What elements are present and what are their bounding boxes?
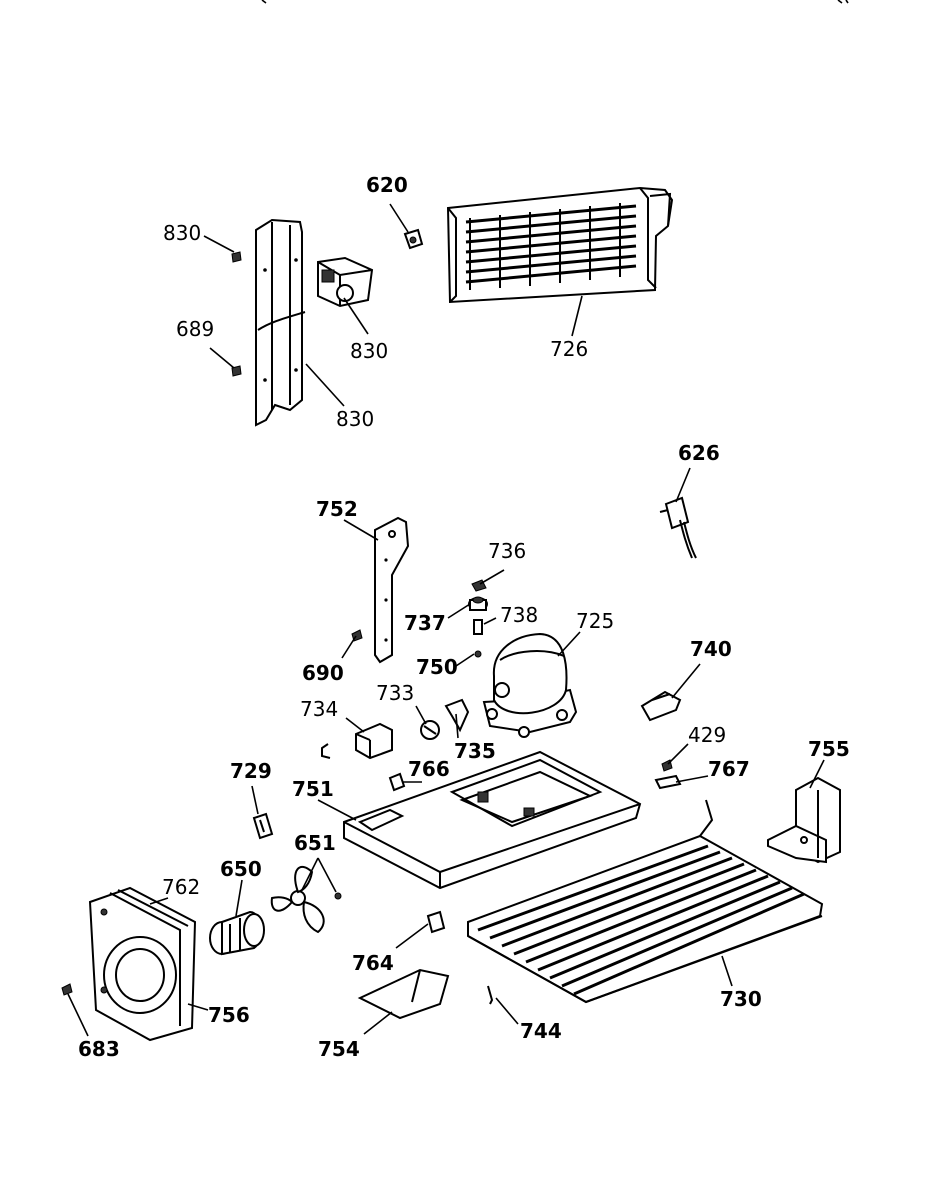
callout-733: 733: [376, 681, 414, 705]
callout-738: 738: [500, 603, 538, 627]
power-cord-part: [659, 496, 697, 559]
callout-689: 689: [176, 317, 214, 341]
callout-762: 762: [162, 875, 200, 899]
tray-754-part: [357, 968, 450, 1020]
relay-734-part: [321, 722, 393, 760]
evaporator-coil-part: [467, 799, 824, 1004]
callout-756: 756: [208, 1003, 250, 1027]
compressor-part: [482, 632, 578, 738]
callout-737: 737: [404, 611, 446, 635]
callout-751: 751: [292, 777, 334, 801]
mounting-bracket-part: [767, 776, 841, 864]
callout-766: 766: [408, 757, 450, 781]
callout-754: 754: [318, 1037, 360, 1061]
clip-767-part: [654, 774, 682, 790]
callout-651: 651: [294, 831, 336, 855]
long-bracket-part: [374, 516, 410, 664]
leader-lines: [67, 203, 825, 1037]
bracket-740-part: [640, 690, 682, 722]
callout-626: 626: [678, 441, 720, 465]
callout-729: 729: [230, 759, 272, 783]
callout-650: 650: [220, 857, 262, 881]
condenser-part: [446, 186, 674, 304]
callout-830-a: 830: [163, 221, 201, 245]
callout-752: 752: [316, 497, 358, 521]
callout-690: 690: [302, 661, 344, 685]
callout-730: 730: [720, 987, 762, 1011]
callout-736: 736: [488, 539, 526, 563]
base-pan-part: [343, 750, 642, 890]
callout-755: 755: [808, 737, 850, 761]
screw-830-icon: [231, 251, 242, 263]
top-edge-marks: [261, 0, 849, 4]
channel-bracket-part: [255, 218, 306, 427]
fan-motor-part: [209, 910, 265, 956]
callout-764: 764: [352, 951, 394, 975]
clip-735-part: [444, 698, 470, 733]
screw-683-icon: [61, 983, 73, 996]
callout-750: 750: [416, 655, 458, 679]
callout-744: 744: [520, 1019, 562, 1043]
bracket-729-part: [252, 812, 274, 840]
overload-733-part: [420, 720, 440, 740]
clip-764-part: [426, 910, 446, 934]
callout-725: 725: [576, 609, 614, 633]
callout-830-c: 830: [336, 407, 374, 431]
callout-830-b: 830: [350, 339, 388, 363]
callout-683: 683: [78, 1037, 120, 1061]
callout-429: 429: [688, 723, 726, 747]
clip-744-part: [487, 985, 494, 1005]
callout-726: 726: [550, 337, 588, 361]
screw-689-icon: [231, 365, 242, 377]
callout-620: 620: [366, 173, 408, 197]
callout-735: 735: [454, 739, 496, 763]
clip-766-part: [388, 772, 406, 792]
callout-767: 767: [708, 757, 750, 781]
valve-block-part: [317, 256, 374, 308]
fan-blade-part: [270, 865, 342, 934]
fan-shroud-part: [88, 886, 197, 1042]
grommet-stack-part: [468, 579, 488, 658]
fitting-620-icon: [403, 228, 424, 250]
callout-734: 734: [300, 697, 338, 721]
callout-740: 740: [690, 637, 732, 661]
